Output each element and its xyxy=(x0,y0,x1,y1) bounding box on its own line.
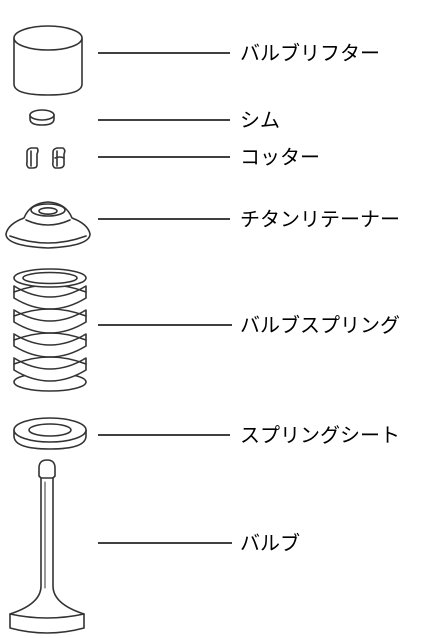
valve-lifter-icon xyxy=(13,25,83,96)
titanium-retainer-icon xyxy=(5,201,91,249)
label-cotter: コッター xyxy=(240,145,320,169)
label-valve-lifter: バルブリフター xyxy=(240,41,380,65)
label-titanium-retainer: チタンリテーナー xyxy=(240,207,400,231)
spring-seat-icon xyxy=(13,417,87,450)
label-valve-spring: バルブスプリング xyxy=(240,313,400,337)
label-valve: バルブ xyxy=(240,531,300,555)
cotter-icon xyxy=(25,147,66,169)
label-spring-seat: スプリングシート xyxy=(240,423,400,447)
valve-icon xyxy=(9,459,85,634)
label-shim: シム xyxy=(240,108,280,132)
valve-spring-icon xyxy=(13,268,87,392)
shim-icon xyxy=(29,109,55,126)
leader-lines xyxy=(98,52,232,544)
